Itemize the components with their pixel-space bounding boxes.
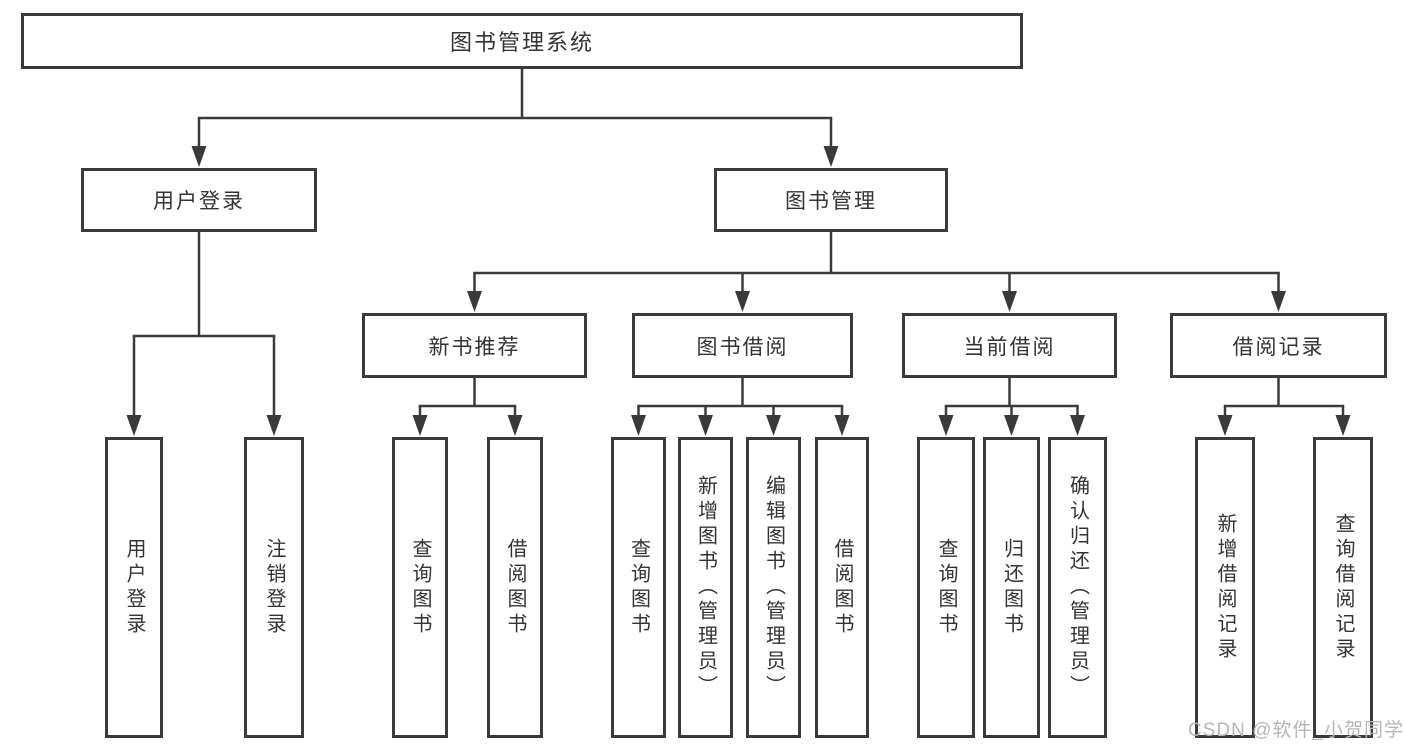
node-leaf-bb-edit: 编辑图书（管理员） [746,437,801,738]
node-label: 借阅图书 [831,537,853,638]
node-leaf-cb-return: 归还图书 [983,437,1040,738]
node-leaf-bb-query: 查询图书 [611,437,666,738]
node-label: 当前借阅 [963,335,1056,359]
node-label: 图书管理 [785,190,877,213]
node-label: 用户登录 [123,537,145,638]
node-leaf-bb-borrow: 借阅图书 [815,437,869,738]
node-label: 查询图书 [409,537,431,638]
node-leaf-logout: 注销登录 [244,437,304,738]
node-leaf-bb-add: 新增图书（管理员） [678,437,733,738]
node-root: 图书管理系统 [21,13,1023,69]
node-leaf-cb-query: 查询图书 [917,437,975,738]
node-leaf-new-query: 查询图书 [392,437,448,738]
node-label: 查询图书 [935,537,957,638]
node-label: 确认归还（管理员） [1066,475,1089,700]
node-book-borrow: 图书借阅 [632,313,853,378]
node-label: 新增图书（管理员） [694,475,717,700]
node-label: 注销登录 [263,537,285,638]
node-new-books: 新书推荐 [362,313,587,378]
node-leaf-new-borrow: 借阅图书 [487,437,543,738]
node-leaf-br-add: 新增借阅记录 [1195,437,1255,738]
node-label: 新增借阅记录 [1214,512,1236,663]
node-label: 图书管理系统 [449,30,594,55]
watermark: CSDN @软件_小贺同学 [1188,720,1404,741]
node-label: 图书借阅 [696,335,789,359]
node-leaf-cb-confirm: 确认归还（管理员） [1048,437,1107,738]
node-borrow-records: 借阅记录 [1170,313,1387,378]
node-current-borrow: 当前借阅 [902,313,1117,378]
node-leaf-br-query: 查询借阅记录 [1313,437,1373,738]
node-user-login: 用户登录 [81,168,317,232]
node-label: 查询图书 [627,537,650,638]
node-label: 归还图书 [1000,537,1023,638]
node-leaf-user-login: 用户登录 [105,437,163,738]
node-label: 查询借阅记录 [1332,512,1354,663]
node-label: 借阅图书 [504,537,526,638]
node-label: 编辑图书（管理员） [762,475,785,700]
node-book-mgmt: 图书管理 [714,168,948,232]
node-label: 新书推荐 [428,335,521,359]
node-label: 借阅记录 [1232,335,1325,359]
node-label: 用户登录 [153,190,245,213]
